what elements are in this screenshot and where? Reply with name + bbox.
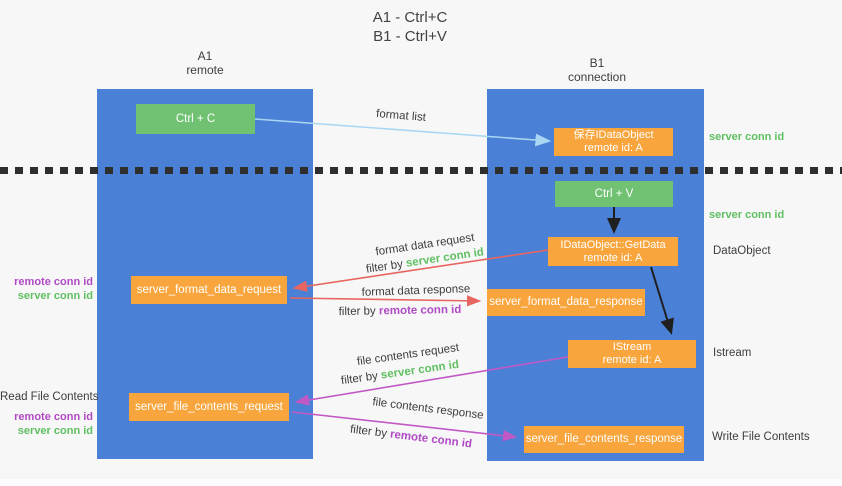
save-idataobject-line1: 保存IDataObject [573,129,654,141]
bottom-strip [0,477,842,486]
format-list-edge-label: format list [341,105,462,126]
format-data-response-filter-label: filter by remote conn id [335,304,465,318]
ctrl-c-label: Ctrl + C [175,113,216,125]
filter-by-text: filter by [365,258,404,276]
filter-by-text: filter by [338,305,376,319]
left-conn-id-labels-file: remote conn id server conn id [8,410,93,438]
istream-side-label: Istream [713,347,751,359]
ctrl-v-box: Ctrl + V [555,181,673,207]
remote-conn-id-text: remote conn id [389,428,473,451]
column-a1-role: remote [186,62,224,77]
diagram-title: A1 - Ctrl+C B1 - Ctrl+V [300,8,520,46]
server-file-contents-request-label: server_file_contents_request [135,400,283,413]
write-file-contents-text: Write File Contents [712,431,810,443]
getdata-line1: IDataObject::GetData [560,238,666,251]
istream-box: IStream remote id: A [568,340,696,368]
right-server-conn-id-top: server conn id [709,131,784,143]
column-header-b1: B1 connection [537,56,657,84]
format-data-response-text: format data response [361,283,471,299]
istream-line1: IStream [612,341,652,353]
ctrl-v-label: Ctrl + V [594,188,634,200]
column-b1-role: connection [567,69,627,84]
server-file-contents-response-box: server_file_contents_response [524,426,684,453]
format-data-response-arrow [289,295,482,307]
remote-conn-id-text: remote conn id [14,411,93,423]
format-data-response-edge-label: format data response [356,283,476,299]
server-format-data-response-label: server_format_data_response [489,296,643,308]
right-server-conn-id-mid: server conn id [709,209,784,221]
server-conn-id-text: server conn id [709,209,785,221]
server-file-contents-response-label: server_file_contents_response [525,433,683,445]
istream-text: Istream [713,347,752,359]
server-format-data-request-box: server_format_data_request [131,276,287,304]
file-contents-response-text: file contents response [371,396,485,422]
remote-conn-id-text: remote conn id [378,303,462,318]
save-idataobject-box: 保存IDataObject remote id: A [554,128,673,156]
istream-line2: remote id: A [602,354,662,366]
file-contents-response-filter-label: filter by remote conn id [346,423,476,451]
column-header-a1: A1 remote [145,49,265,77]
column-b1-name: B1 [589,56,605,70]
remote-conn-id-text: remote conn id [14,276,93,288]
server-conn-id-text: server conn id [709,131,785,143]
dataobject-text: DataObject [713,245,771,257]
server-file-contents-request-box: server_file_contents_request [129,393,289,421]
server-format-data-request-label: server_format_data_request [136,283,282,296]
filter-by-text: filter by [340,370,379,388]
server-format-data-response-box: server_format_data_response [487,289,645,316]
idataobject-getdata-box: IDataObject::GetData remote id: A [548,237,678,266]
left-conn-id-labels-format: remote conn id server conn id [8,275,93,303]
dashed-divider-line [0,167,842,174]
read-file-contents-label: Read File Contents [0,391,98,403]
column-a1-name: A1 [197,49,213,63]
getdata-line2: remote id: A [583,251,643,264]
ctrl-c-box: Ctrl + C [136,104,255,134]
format-list-text: format list [375,108,427,124]
write-file-contents-label: Write File Contents [712,431,810,443]
title-line-1: A1 - Ctrl+C [372,9,448,26]
file-contents-response-edge-label: file contents response [368,396,489,423]
server-conn-id-text: server conn id [17,425,93,437]
filter-by-text: filter by [349,423,388,440]
title-line-2: B1 - Ctrl+V [373,28,447,45]
dataobject-label: DataObject [713,245,771,257]
read-file-contents-text: Read File Contents [0,391,99,403]
server-conn-id-text: server conn id [17,290,93,302]
save-idataobject-line2: remote id: A [584,142,643,154]
